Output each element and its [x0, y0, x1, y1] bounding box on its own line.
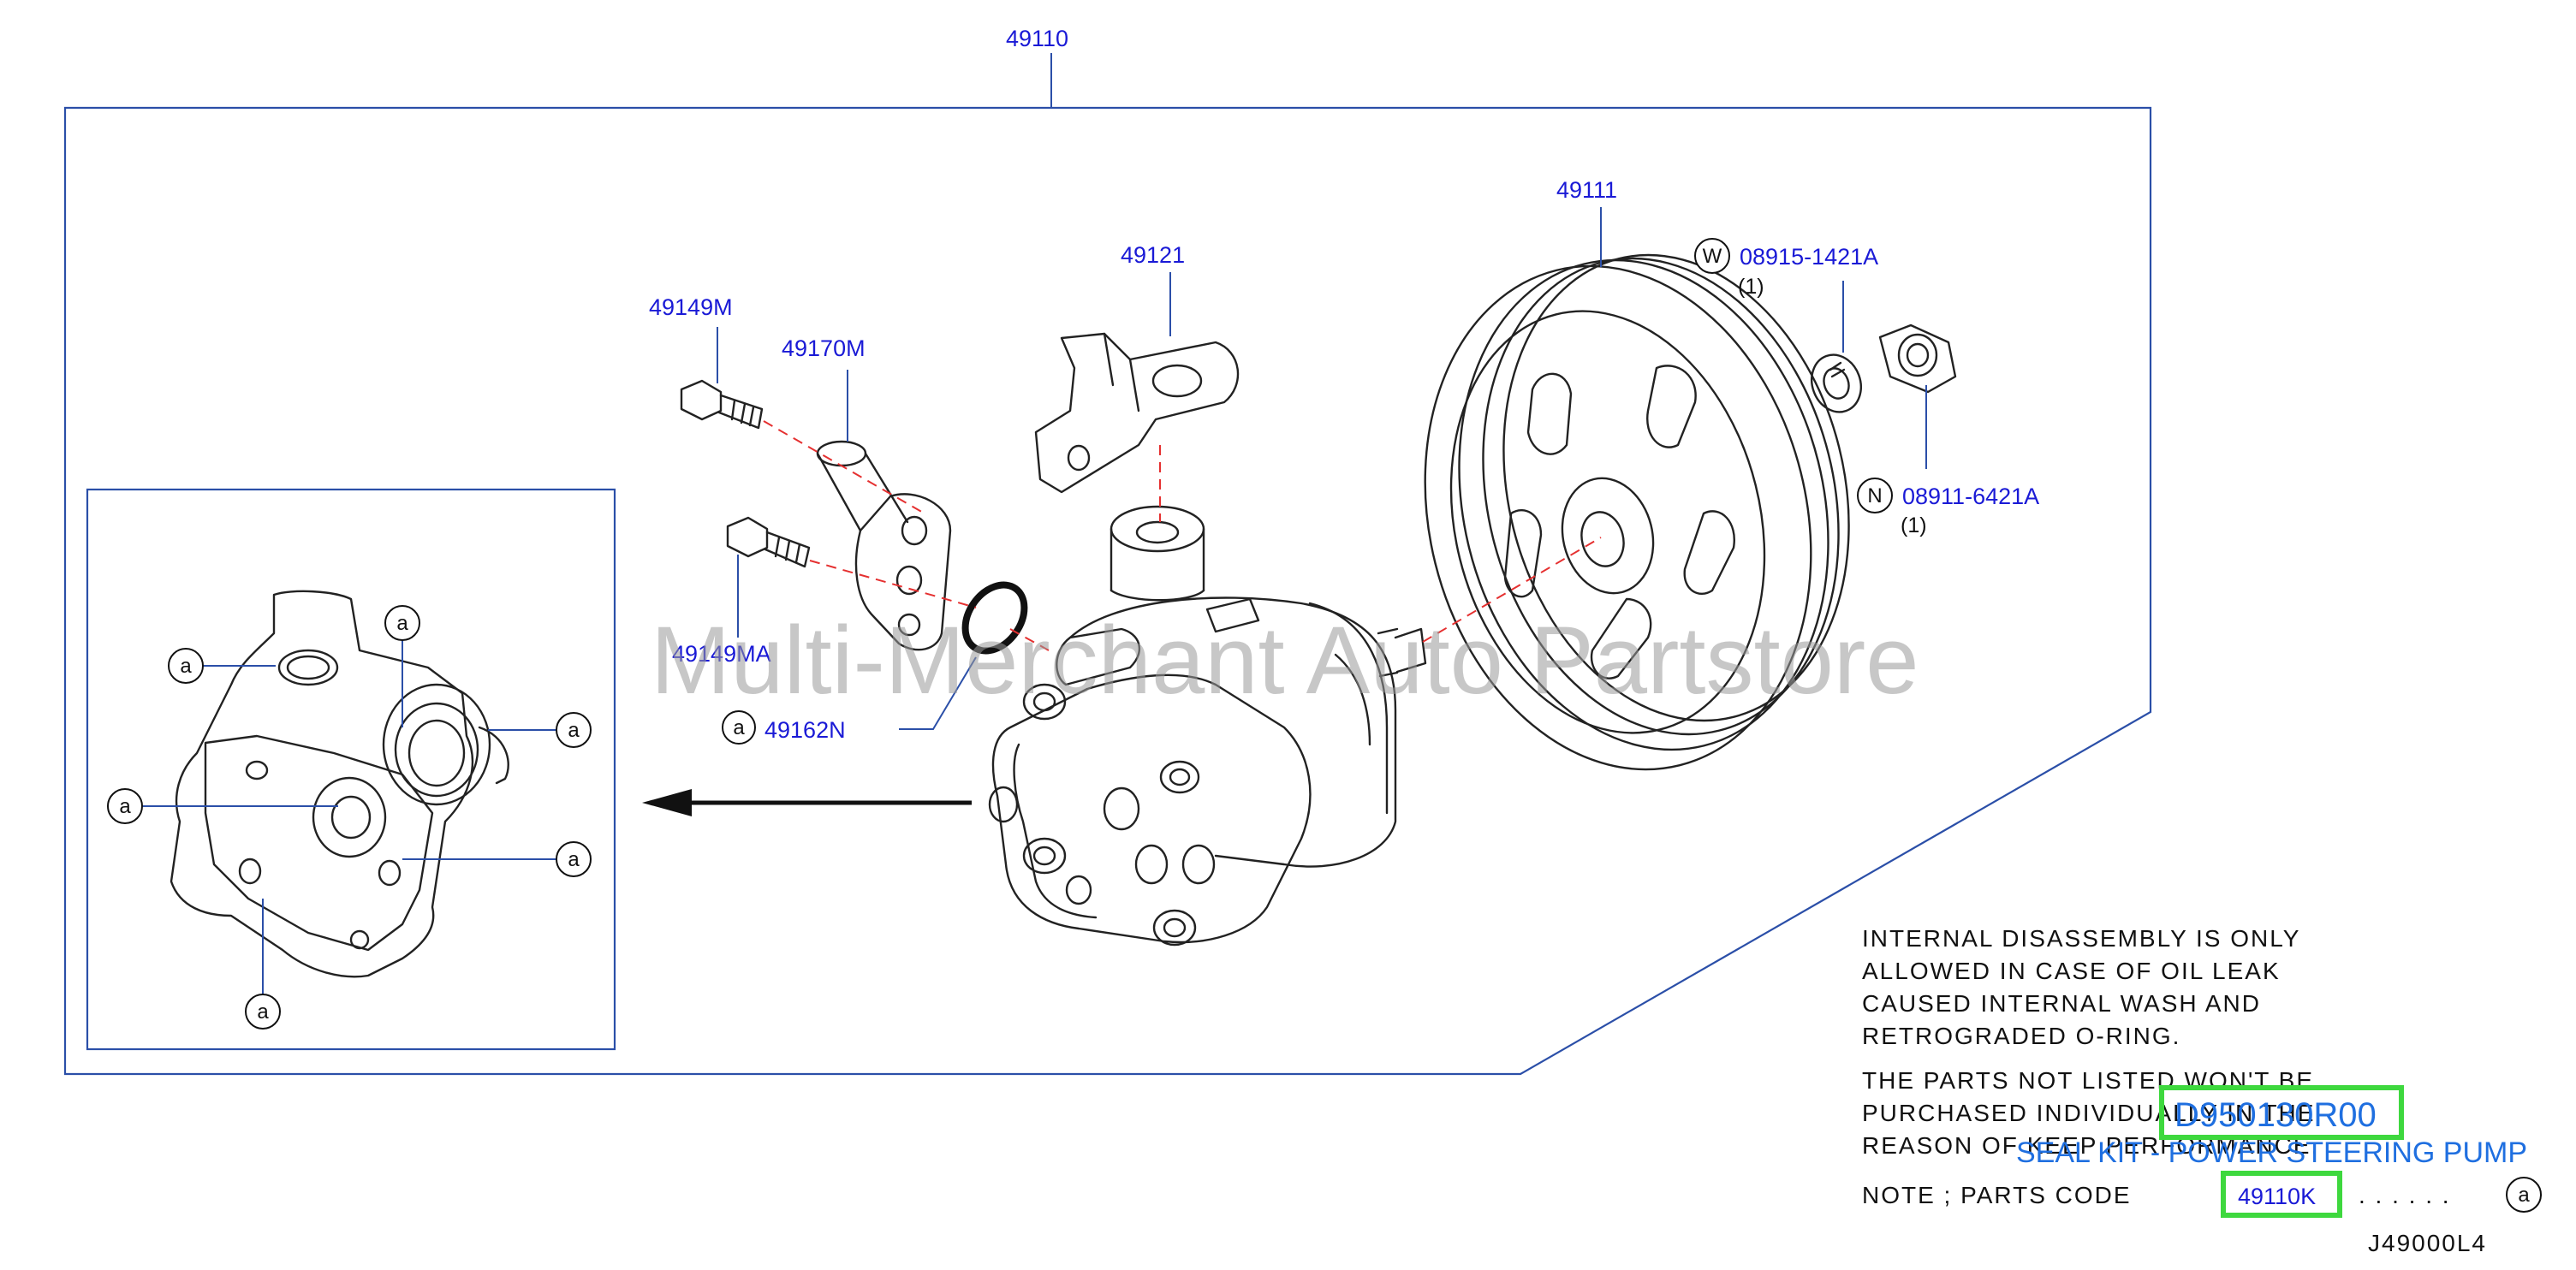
washer-08915	[1811, 353, 1862, 413]
connector-49170m	[816, 440, 952, 651]
watermark: Multi-Merchant Auto Partstore	[651, 607, 1919, 714]
seal-marker-a: a	[245, 994, 281, 1030]
svg-text:49121: 49121	[1121, 242, 1185, 268]
seal-marker-a: a	[384, 605, 420, 641]
svg-text:a: a	[733, 716, 745, 739]
callout-connector: 49170M	[782, 335, 866, 442]
svg-text:a: a	[568, 848, 580, 871]
overlay-part-number[interactable]: D950130R00	[2174, 1096, 2377, 1134]
diagram-code: J49000L4	[2368, 1230, 2487, 1256]
svg-text:. . . . . .: . . . . . .	[2359, 1182, 2451, 1208]
pulley-49111	[1424, 253, 1850, 771]
svg-text:(1): (1)	[1738, 275, 1764, 299]
svg-text:RETROGRADED O-RING.: RETROGRADED O-RING.	[1862, 1023, 2180, 1049]
svg-text:08911-6421A: 08911-6421A	[1902, 484, 2039, 509]
assembly-frame	[63, 53, 2152, 1076]
callout-assembly: 49110	[1006, 26, 1068, 51]
callout-bolt-upper: 49149M	[649, 294, 733, 383]
inset-seal-leaders	[142, 633, 556, 997]
detail-inset-frame	[86, 488, 616, 1051]
svg-text:CAUSED INTERNAL WASH AND: CAUSED INTERNAL WASH AND	[1862, 990, 2261, 1017]
bolt-49149ma	[726, 516, 811, 568]
svg-text:(1): (1)	[1901, 513, 1927, 537]
nut-08911	[1878, 323, 1957, 394]
svg-text:a: a	[568, 719, 580, 742]
disassembly-note: INTERNAL DISASSEMBLY IS ONLY ALLOWED IN …	[1862, 925, 2300, 1049]
svg-text:a: a	[2518, 1184, 2530, 1207]
svg-text:49110: 49110	[1006, 26, 1068, 51]
cover-bolt	[988, 786, 1019, 823]
svg-text:49149M: 49149M	[649, 294, 733, 320]
detail-arrow	[642, 789, 972, 816]
cover-bolt	[1022, 837, 1067, 875]
svg-text:49149MA: 49149MA	[672, 641, 771, 667]
svg-text:08915-1421A: 08915-1421A	[1740, 244, 1878, 270]
svg-text:N: N	[1867, 484, 1882, 507]
svg-text:a: a	[396, 612, 408, 635]
callout-pulley: 49111	[1556, 177, 1617, 267]
seal-marker-a: a	[168, 648, 204, 684]
seal-marker-a: a	[556, 841, 592, 877]
svg-text:49170M: 49170M	[782, 335, 866, 361]
callout-washer: W 08915-1421A (1)	[1694, 238, 1878, 353]
svg-text:INTERNAL DISASSEMBLY IS ONL: INTERNAL DISASSEMBLY IS ONLY	[1862, 925, 2300, 952]
bracket-49121	[1034, 332, 1240, 494]
callout-bolt-lower: 49149MA	[672, 555, 771, 667]
bolt-49149m	[680, 379, 764, 430]
svg-text:W: W	[1703, 245, 1722, 268]
part-highlight-overlay[interactable]: D950130R00 SEAL KIT - POWER STEERING PUM…	[2016, 1085, 2527, 1169]
inset-rear-housing	[170, 590, 509, 978]
pump-body	[988, 505, 1427, 947]
overlay-part-description: SEAL KIT - POWER STEERING PUMP	[2016, 1136, 2527, 1169]
parts-code-note: NOTE ; PARTS CODE 49110K . . . . . . a	[1862, 1171, 2542, 1218]
svg-text:PURCHASED INDIVIDUALLY IN T: PURCHASED INDIVIDUALLY IN THE	[1862, 1100, 2315, 1126]
svg-text:49162N: 49162N	[764, 717, 846, 743]
svg-text:a: a	[119, 795, 131, 818]
seal-marker-a: a	[556, 712, 592, 748]
svg-text:ALLOWED IN CASE OF OIL LE: ALLOWED IN CASE OF OIL LEAK	[1862, 958, 2281, 984]
assembly-dashed-leaders	[763, 420, 1602, 651]
parts-code-value[interactable]: 49110K	[2238, 1184, 2316, 1209]
cover-bolt	[1152, 909, 1197, 947]
svg-text:a: a	[180, 655, 192, 678]
callout-bracket: 49121	[1121, 242, 1185, 336]
callout-oring: a 49162N	[722, 656, 977, 745]
svg-text:a: a	[257, 1000, 269, 1024]
cover-bolt	[1159, 760, 1200, 794]
seal-marker-a: a	[107, 788, 143, 824]
callout-nut: N 08911-6421A (1)	[1857, 385, 2039, 537]
svg-text:NOTE ; PARTS CODE: NOTE ; PARTS CODE	[1862, 1182, 2132, 1208]
cover-bolt	[1022, 683, 1067, 721]
svg-text:49111: 49111	[1556, 177, 1617, 203]
